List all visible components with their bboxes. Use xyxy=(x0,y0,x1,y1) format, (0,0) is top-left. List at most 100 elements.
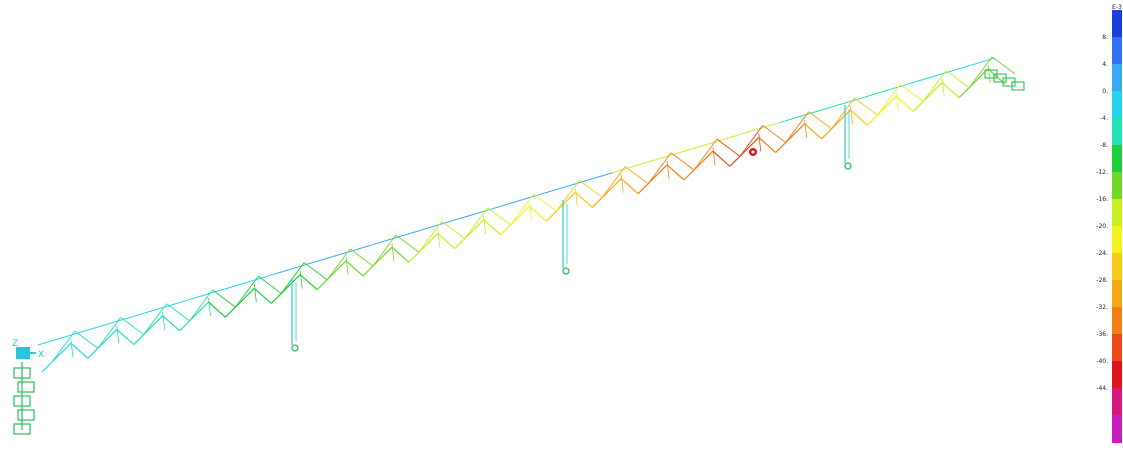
secondary-chord-segment xyxy=(854,97,878,116)
legend-color-segment xyxy=(1112,388,1122,416)
bottom-chord-segment xyxy=(87,329,118,359)
truss-model-drawing[interactable]: Z X xyxy=(0,0,1085,453)
bottom-chord-segment xyxy=(775,123,806,153)
bottom-chord-segment xyxy=(208,301,226,318)
end-support-block[interactable] xyxy=(17,381,35,393)
column-base-support[interactable] xyxy=(844,162,852,170)
top-chord-segment xyxy=(851,93,876,102)
bottom-chord-segment xyxy=(529,205,547,222)
top-chord-segment xyxy=(755,122,780,131)
legend-tick-label: -20. xyxy=(1096,223,1108,230)
secondary-chord-segment xyxy=(212,289,236,308)
bottom-chord-segment xyxy=(437,232,456,250)
bottom-chord-segment xyxy=(758,136,777,154)
model-viewport[interactable]: Z X xyxy=(0,0,1085,453)
legend-color-segment xyxy=(1112,334,1122,362)
bottom-chord-segment xyxy=(500,205,530,236)
legend-tick-label: -40. xyxy=(1096,358,1108,365)
end-support-block[interactable] xyxy=(13,395,31,407)
legend-tick-label: -44. xyxy=(1096,385,1108,392)
secondary-chord-segment xyxy=(922,70,947,102)
max-deflection-marker[interactable] xyxy=(748,147,758,157)
secondary-chord-segment xyxy=(991,56,1016,75)
top-chord-segment xyxy=(61,330,86,339)
end-support-block[interactable] xyxy=(13,423,31,435)
top-chord-segment xyxy=(420,222,445,231)
legend-tick-label: -24. xyxy=(1096,250,1108,257)
secondary-chord-segment xyxy=(258,275,282,294)
truss-post xyxy=(391,243,395,262)
top-chord-segment xyxy=(564,179,589,188)
bottom-chord-segment xyxy=(162,315,180,332)
top-chord-segment xyxy=(779,114,804,124)
legend-tick-label: -36. xyxy=(1096,331,1108,338)
column-base-support[interactable] xyxy=(291,344,299,352)
truss-post xyxy=(712,147,716,166)
legend-tick-label: 0. xyxy=(1102,88,1108,95)
legend-tick-label: 8. xyxy=(1102,34,1108,41)
top-chord-segment xyxy=(444,215,469,224)
bottom-chord-segment xyxy=(912,82,943,112)
secondary-chord-segment xyxy=(693,138,718,171)
legend-color-segment xyxy=(1112,10,1122,38)
legend-tick-label: -4. xyxy=(1100,115,1108,122)
top-chord-segment xyxy=(588,172,613,181)
top-chord-segment xyxy=(683,143,709,152)
truss-post xyxy=(116,325,120,344)
secondary-chord-segment xyxy=(464,207,489,239)
bottom-chord-segment xyxy=(729,137,760,167)
end-support-block[interactable] xyxy=(1011,81,1025,91)
top-chord-segment xyxy=(181,294,206,303)
top-chord-segment xyxy=(947,64,972,73)
column-base-support[interactable] xyxy=(562,267,570,275)
top-chord-segment xyxy=(827,100,852,109)
secondary-chord-segment xyxy=(945,70,970,89)
top-chord-segment xyxy=(540,186,565,195)
legend-color-segment xyxy=(1112,307,1122,335)
bottom-chord-segment xyxy=(620,178,639,195)
legend-color-bar xyxy=(1112,10,1122,443)
secondary-chord-segment xyxy=(303,262,328,281)
top-chord-segment xyxy=(468,208,493,217)
bottom-chord-segment xyxy=(483,219,501,236)
bottom-chord-segment xyxy=(253,287,272,304)
triad-x-label: X xyxy=(38,350,44,360)
end-support-block[interactable] xyxy=(13,367,31,379)
secondary-chord-segment xyxy=(762,125,786,143)
legend-color-segment xyxy=(1112,145,1122,173)
legend-color-segment xyxy=(1112,172,1122,200)
bottom-chord-segment xyxy=(225,287,255,318)
bottom-chord-segment xyxy=(116,328,135,346)
bottom-chord-segment xyxy=(391,246,410,263)
bottom-chord-segment xyxy=(574,191,593,208)
top-chord-segment xyxy=(396,229,421,238)
legend-color-segment xyxy=(1112,361,1122,389)
bottom-chord-segment xyxy=(941,82,960,99)
secondary-chord-segment xyxy=(716,138,741,157)
secondary-chord-segment xyxy=(487,207,511,226)
legend-color-segment xyxy=(1112,199,1122,227)
bottom-chord-segment xyxy=(408,233,439,263)
top-chord-segment xyxy=(253,272,278,281)
bottom-chord-segment xyxy=(179,301,209,332)
bottom-chord-segment xyxy=(41,342,72,373)
bottom-chord-segment xyxy=(546,191,576,222)
end-support-block[interactable] xyxy=(17,409,35,421)
secondary-chord-segment xyxy=(968,56,993,88)
legend-color-segment xyxy=(1112,280,1122,308)
top-chord-segment xyxy=(923,71,948,81)
legend-tick-label: -8. xyxy=(1100,142,1108,149)
truss-post xyxy=(804,119,808,138)
top-chord-segment xyxy=(731,129,756,138)
bottom-chord-segment xyxy=(895,95,914,112)
top-chord-segment xyxy=(492,201,517,210)
secondary-chord-segment xyxy=(556,180,580,212)
secondary-chord-segment xyxy=(143,303,168,335)
truss-post xyxy=(345,256,349,275)
bottom-chord-segment xyxy=(270,274,301,304)
top-chord-segment xyxy=(277,265,302,274)
bottom-chord-segment xyxy=(454,219,485,249)
legend-tick-label: -12. xyxy=(1096,169,1108,176)
top-chord-segment xyxy=(707,136,732,145)
truss-post xyxy=(574,188,578,207)
